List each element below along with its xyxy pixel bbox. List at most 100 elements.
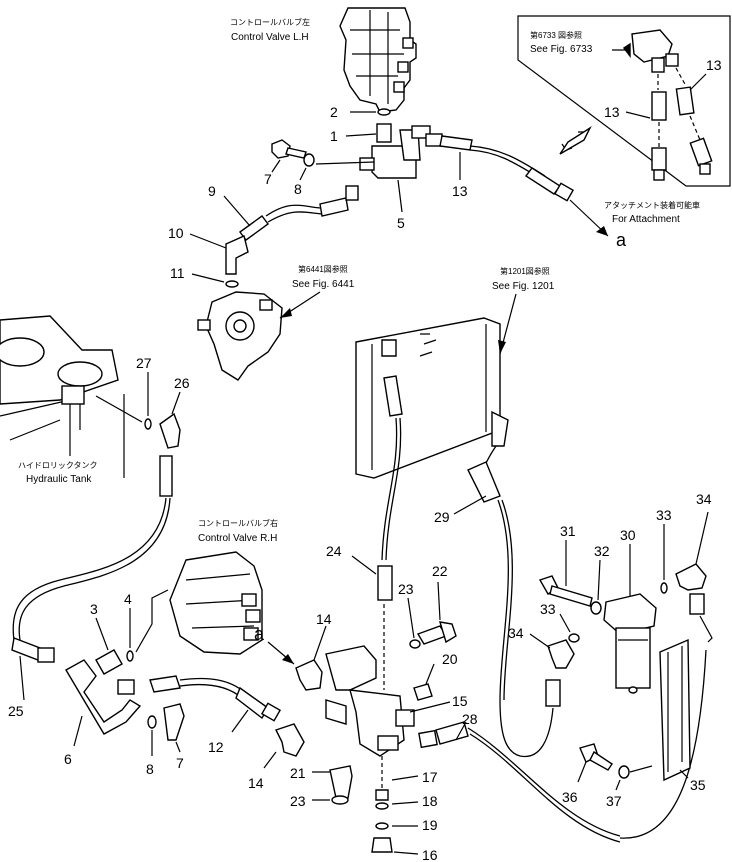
o-ring-33-upper [660, 582, 668, 594]
fitting-3 [95, 649, 123, 675]
washer-37 [618, 765, 630, 779]
inset-hose-left [651, 91, 667, 181]
control-valve-lh-jp: コントロールバルブ左 [230, 17, 310, 27]
attachment-label: For Attachment [612, 214, 680, 225]
o-ring-33-lower [568, 633, 580, 643]
callout-13-inset-right: 13 [706, 57, 722, 73]
hose-29 [467, 410, 513, 701]
callout-29: 29 [434, 509, 450, 525]
plug-16 [371, 837, 393, 853]
callout-19: 19 [422, 817, 438, 833]
o-ring-23-upper [409, 639, 421, 649]
callout-8-top: 8 [294, 181, 302, 197]
callout-32: 32 [594, 543, 610, 559]
ref-a-top: a [616, 230, 627, 250]
washer-23-lower [331, 795, 349, 805]
callout-34-upper: 34 [696, 491, 712, 507]
o-ring-2 [377, 108, 391, 116]
hose-fitting-upper-right [689, 593, 705, 615]
pump-assembly [197, 291, 283, 381]
callout-21: 21 [290, 765, 306, 781]
o-ring-4 [126, 650, 134, 662]
fig1201-label: See Fig. 1201 [492, 281, 555, 292]
hose-28 [418, 649, 707, 843]
bolt-21 [329, 765, 353, 799]
callout-8-lower: 8 [146, 761, 154, 777]
control-valve-lh [339, 7, 417, 113]
callout-9: 9 [208, 183, 216, 199]
hose-cooler-outlet [381, 375, 403, 561]
callout-28: 28 [462, 711, 478, 727]
callout-15: 15 [452, 693, 468, 709]
control-valve-lh-label: Control Valve L.H [231, 32, 309, 43]
hose-fitting-lower-filter [545, 679, 561, 707]
plug-20 [413, 683, 433, 701]
o-ring-19 [375, 822, 389, 830]
elbow-26 [159, 412, 181, 449]
hydraulic-tank-jp: ハイドロリックタンク [18, 461, 98, 470]
callout-37: 37 [606, 793, 622, 809]
bolt-36 [579, 743, 613, 771]
hose-13-top [425, 133, 575, 202]
oil-cooler [355, 317, 501, 479]
callout-17: 17 [422, 769, 438, 785]
callout-1: 1 [330, 128, 338, 144]
callout-27: 27 [136, 355, 152, 371]
callout-14-upper: 14 [316, 611, 332, 627]
inset-valve-block [631, 29, 679, 73]
ref-a-lower: a [254, 624, 265, 644]
callout-23-upper: 23 [398, 581, 414, 597]
hose-12 [149, 675, 282, 722]
callout-13-inset-left: 13 [604, 104, 620, 120]
callout-33-lower: 33 [540, 601, 556, 617]
washer-8-lower [147, 715, 157, 729]
bolt-22 [416, 621, 457, 645]
callout-36: 36 [562, 789, 578, 805]
fitting-17 [375, 789, 389, 801]
control-valve-rh-label: Control Valve R.H [198, 533, 277, 544]
callout-35: 35 [690, 777, 706, 793]
o-ring-18 [375, 802, 389, 810]
bolt-7-lower [163, 703, 185, 741]
callout-5: 5 [397, 215, 405, 231]
elbow-34-upper [675, 563, 707, 591]
elbow-1 [376, 123, 392, 143]
washer-8-top [303, 153, 315, 167]
fig6441-jp: 第6441図参照 [298, 264, 348, 274]
fig6733-jp: 第6733 図参照 [530, 30, 582, 40]
callout-33-upper: 33 [656, 507, 672, 523]
filter-30 [603, 593, 657, 694]
callout-31: 31 [560, 523, 576, 539]
bolt-7-top [271, 139, 307, 159]
elbow-14-lower [275, 723, 305, 757]
bolt-31 [538, 575, 593, 607]
callout-7-top: 7 [264, 171, 272, 187]
callout-16: 16 [422, 847, 438, 862]
callout-13-top: 13 [452, 183, 468, 199]
attachment-inset [517, 15, 731, 187]
fig6441-label: See Fig. 6441 [292, 279, 355, 290]
hydraulic-tank-label: Hydraulic Tank [26, 474, 92, 485]
hose-fitting-24 [377, 565, 393, 601]
callout-10: 10 [168, 225, 184, 241]
callout-30: 30 [620, 527, 636, 543]
bracket-35 [659, 638, 691, 782]
callout-23-lower: 23 [290, 793, 306, 809]
hose-25 [11, 455, 173, 663]
callout-24: 24 [326, 543, 342, 559]
fig1201-jp: 第1201図参照 [500, 266, 550, 276]
callout-25: 25 [8, 703, 24, 719]
callout-14-lower: 14 [248, 775, 264, 791]
washer-32 [590, 601, 602, 615]
elbow-10 [225, 235, 249, 275]
fig6733-label: See Fig. 6733 [530, 44, 593, 55]
tee-block-5 [359, 125, 431, 179]
callout-12: 12 [208, 739, 224, 755]
callout-26: 26 [174, 375, 190, 391]
callout-11: 11 [170, 265, 185, 281]
elbow-14-upper [295, 659, 323, 691]
callout-7-lower: 7 [176, 755, 184, 771]
tube-6 [65, 659, 142, 735]
inset-hose-right [675, 86, 713, 175]
